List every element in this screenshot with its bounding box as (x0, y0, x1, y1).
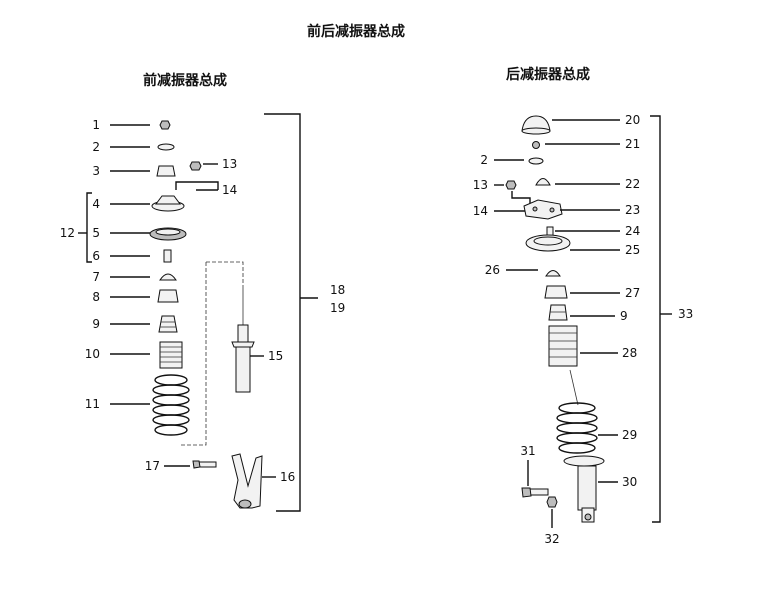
front-part-2-washer: 2 (92, 140, 175, 154)
front-part-7-spring-seat: 7 (92, 270, 177, 284)
svg-text:1: 1 (92, 118, 100, 132)
svg-text:18: 18 (330, 283, 345, 297)
rear-part-23-mount-plate: 23 (523, 199, 640, 220)
svg-text:4: 4 (92, 197, 100, 211)
main-title: 前后减振器总成 (307, 23, 405, 40)
front-part-6-sleeve: 6 (92, 249, 172, 263)
front-assembly: 1 2 3 13 14 4 (60, 113, 345, 512)
front-part-16-fork-bracket: 16 (231, 453, 295, 509)
svg-text:14: 14 (473, 204, 488, 218)
front-part-13-nut: 13 (189, 157, 237, 171)
svg-text:21: 21 (625, 137, 640, 151)
rear-part-22-bush: 22 (535, 177, 640, 191)
rear-assembly-title: 后减振器总成 (506, 66, 590, 83)
rear-part-14-lead: 14 (473, 191, 531, 218)
rear-part-32-nut: 32 (544, 496, 560, 546)
rear-bracket-33: 33 (650, 115, 693, 523)
svg-text:29: 29 (622, 428, 637, 442)
rear-part-30-damper-body: 30 (563, 455, 637, 523)
svg-text:19: 19 (330, 301, 345, 315)
svg-text:25: 25 (625, 243, 640, 257)
front-part-12-bracket: 12 (60, 192, 92, 263)
svg-text:3: 3 (92, 164, 100, 178)
svg-text:15: 15 (268, 349, 283, 363)
svg-text:32: 32 (544, 532, 559, 546)
rear-part-13-nut: 13 (473, 178, 517, 192)
svg-text:2: 2 (480, 153, 488, 167)
rear-assembly: 20 21 2 22 13 14 (473, 113, 694, 546)
front-part-3-bush: 3 (92, 164, 176, 178)
svg-text:26: 26 (485, 263, 500, 277)
rear-part-20-top-cap: 20 (521, 113, 640, 135)
svg-text:22: 22 (625, 177, 640, 191)
svg-text:11: 11 (85, 397, 100, 411)
svg-text:30: 30 (622, 475, 637, 489)
front-part-10-dust-boot: 10 (85, 341, 183, 369)
svg-text:33: 33 (678, 307, 693, 321)
svg-text:9: 9 (92, 317, 100, 331)
svg-text:17: 17 (145, 459, 160, 473)
front-part-8-cap: 8 (92, 289, 179, 304)
svg-text:16: 16 (280, 470, 295, 484)
svg-text:20: 20 (625, 113, 640, 127)
rear-part-31-bolt: 31 (520, 444, 549, 498)
svg-text:10: 10 (85, 347, 100, 361)
rear-part-21-nut: 21 (532, 137, 640, 151)
svg-text:28: 28 (622, 346, 637, 360)
rear-part-29-coil-spring: 29 (556, 402, 637, 454)
front-part-14-lead: 14 (175, 181, 237, 197)
rear-part-28-dust-boot: 28 (548, 325, 637, 367)
rear-part-27-cap: 27 (544, 285, 640, 300)
svg-text:7: 7 (92, 270, 100, 284)
rear-part-26-spacer: 26 (485, 263, 561, 277)
rear-part-25-seat-ring: 25 (525, 234, 640, 257)
rear-part-9-bump-stop: 9 (548, 304, 628, 323)
svg-text:5: 5 (92, 226, 100, 240)
svg-text:23: 23 (625, 203, 640, 217)
front-part-9-bump-stop: 9 (92, 315, 178, 333)
svg-text:2: 2 (92, 140, 100, 154)
svg-text:27: 27 (625, 286, 640, 300)
rear-part-2-washer: 2 (480, 153, 544, 167)
svg-text:6: 6 (92, 249, 100, 263)
front-part-5-bearing: 5 (92, 226, 187, 241)
svg-text:13: 13 (222, 157, 237, 171)
svg-text:8: 8 (92, 290, 100, 304)
front-bracket-18-19: 18 19 (264, 113, 345, 512)
front-part-4-top-mount: 4 (92, 195, 185, 212)
front-part-11-coil-spring: 11 (85, 374, 190, 436)
svg-text:14: 14 (222, 183, 237, 197)
svg-text:31: 31 (520, 444, 535, 458)
svg-text:24: 24 (625, 224, 640, 238)
front-part-1-nut: 1 (92, 118, 171, 132)
svg-text:12: 12 (60, 226, 75, 240)
front-part-15-strut: 15 (231, 285, 283, 393)
front-part-17-bolt: 17 (145, 459, 217, 473)
svg-text:13: 13 (473, 178, 488, 192)
front-assembly-title: 前减振器总成 (143, 72, 227, 89)
svg-text:9: 9 (620, 309, 628, 323)
